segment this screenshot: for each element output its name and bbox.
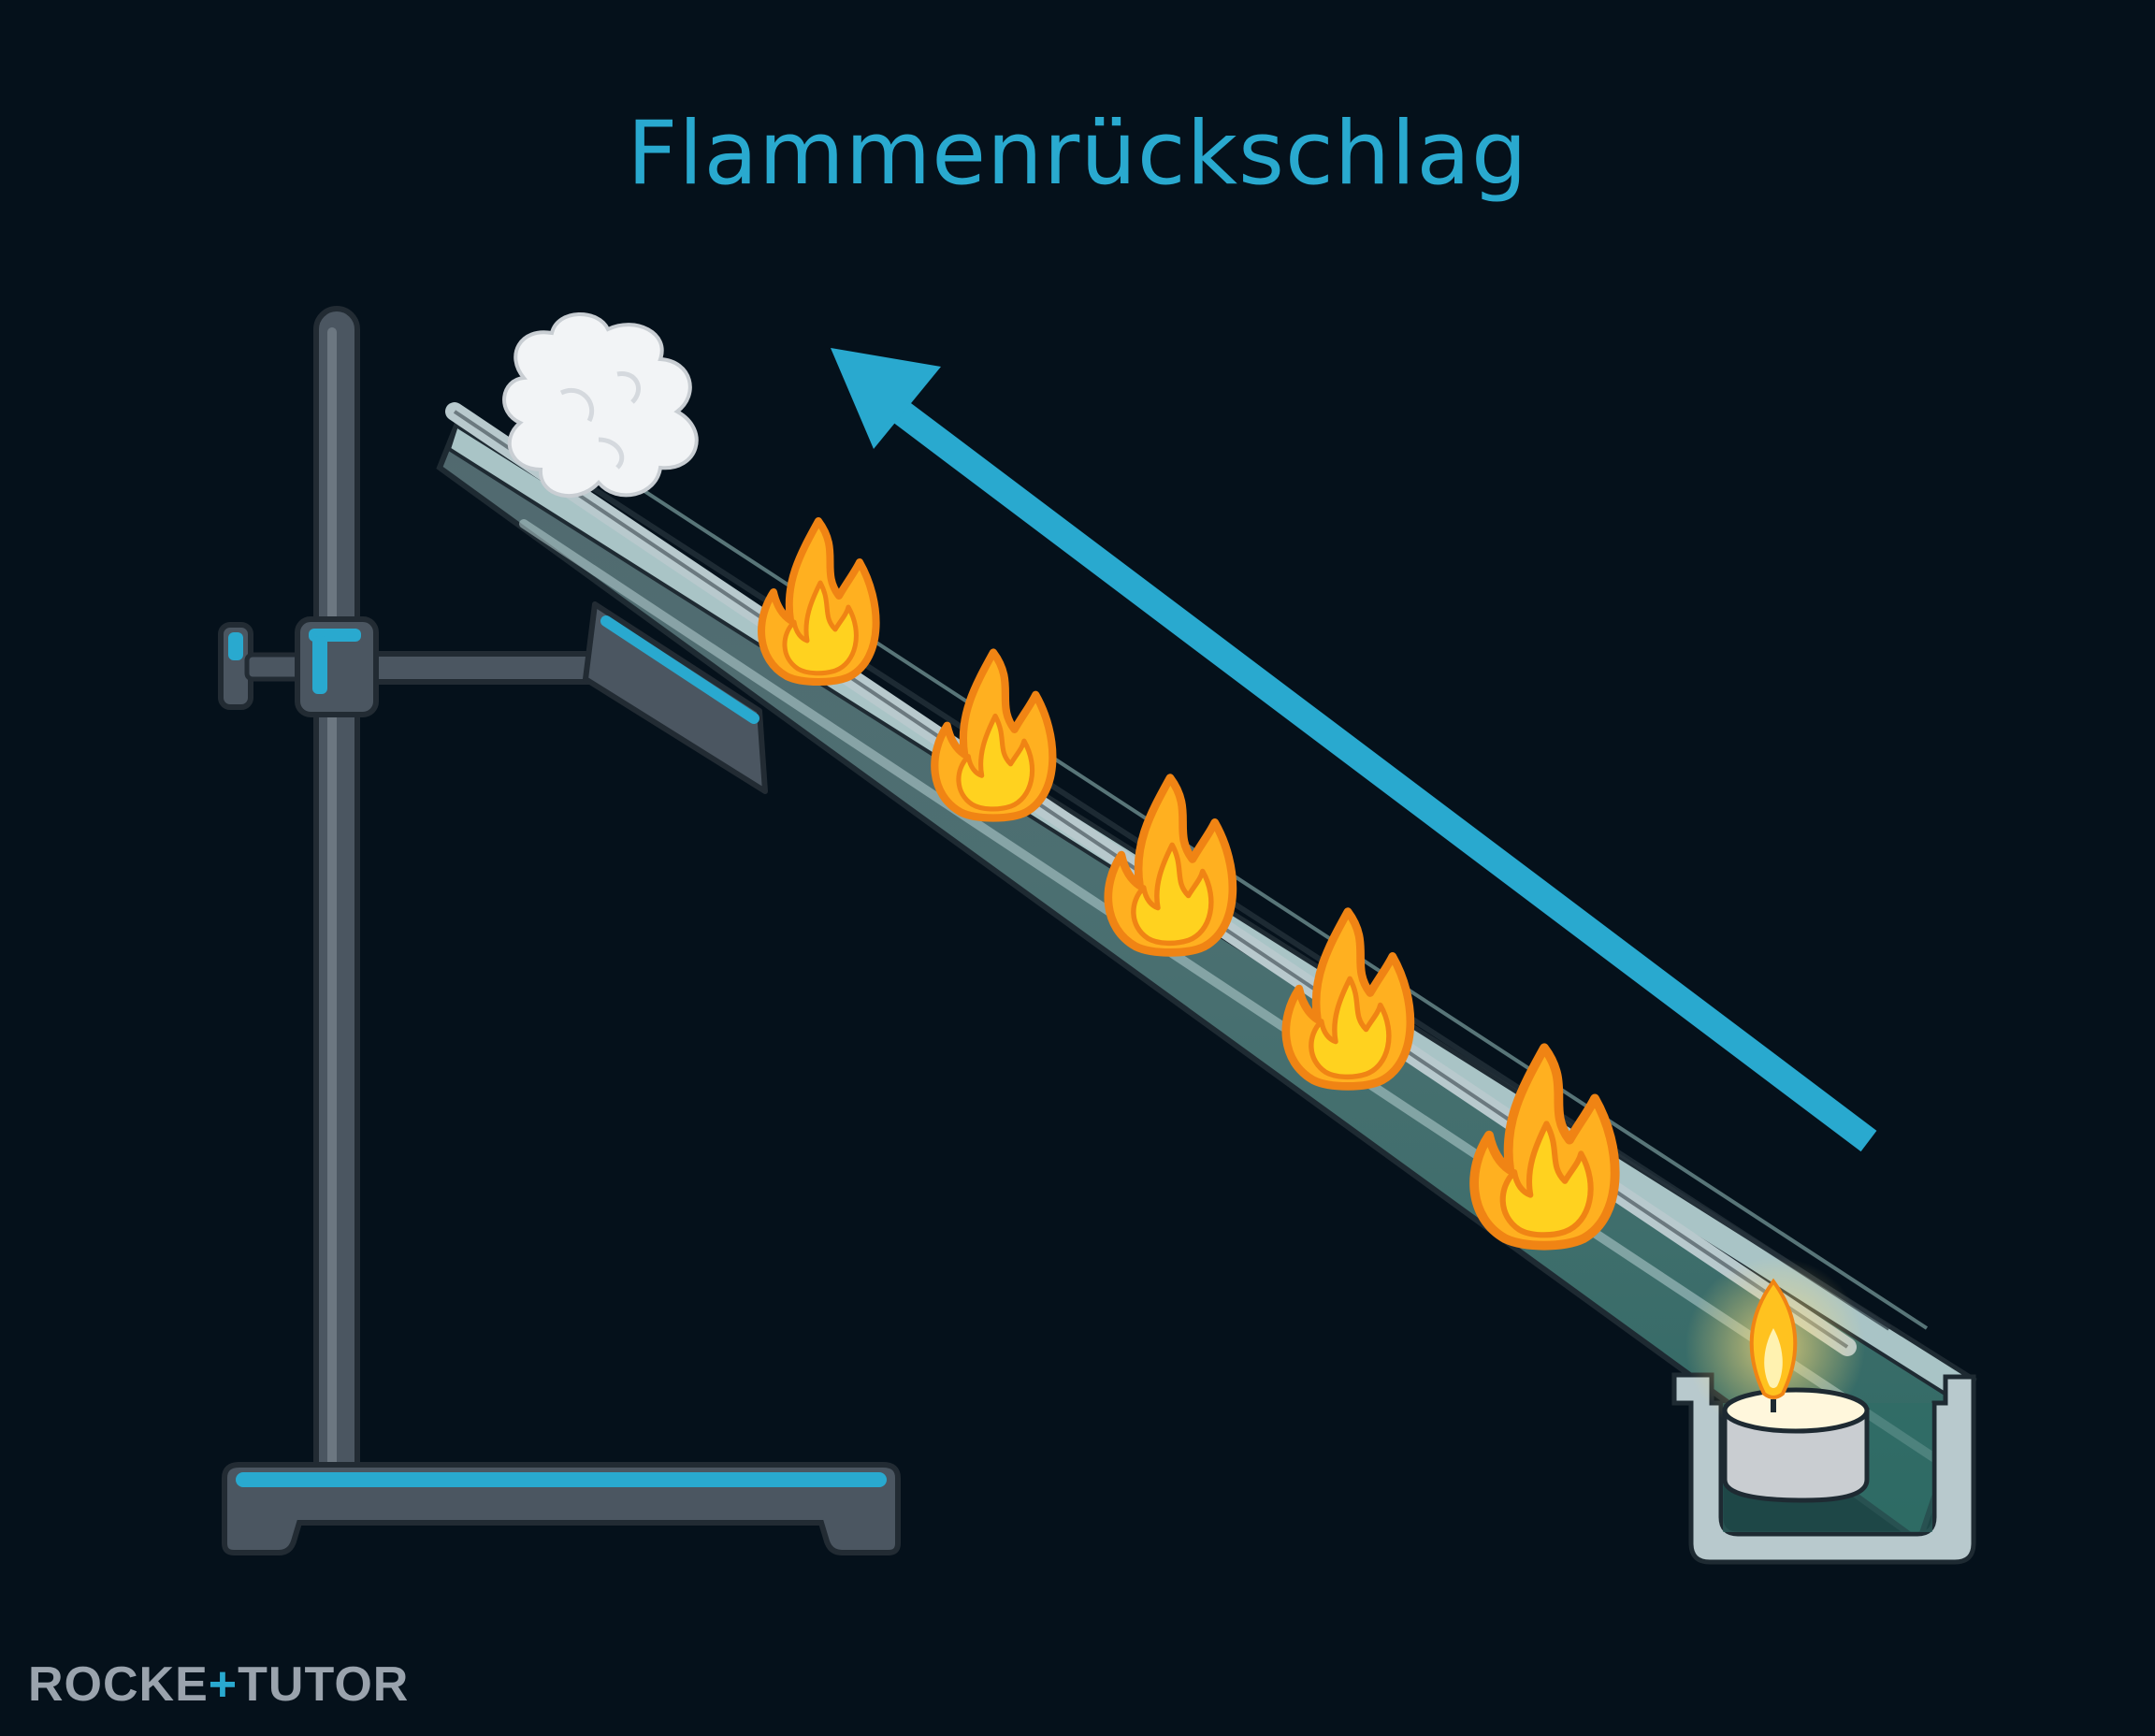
lab-stand-icon xyxy=(222,306,901,1555)
logo-part-1: ROCKE xyxy=(28,1657,209,1712)
logo-plus-icon: + xyxy=(208,1657,239,1712)
arrow-up-left-icon xyxy=(831,348,1877,1152)
diagram-title: Flammenrückschlag xyxy=(627,103,1528,205)
cotton-ball-icon xyxy=(502,312,699,498)
rocket-tutor-logo: ROCKE+TUTOR xyxy=(28,1654,409,1715)
tea-light-candle-icon xyxy=(1685,1257,1870,1503)
flame-icon xyxy=(761,521,876,682)
flame-icon xyxy=(1286,912,1410,1087)
flame-icon xyxy=(934,653,1052,818)
logo-part-2: TUTOR xyxy=(238,1657,410,1712)
clamp-arm xyxy=(362,651,615,685)
clamp xyxy=(218,616,615,717)
clamp-jaw xyxy=(583,601,768,794)
